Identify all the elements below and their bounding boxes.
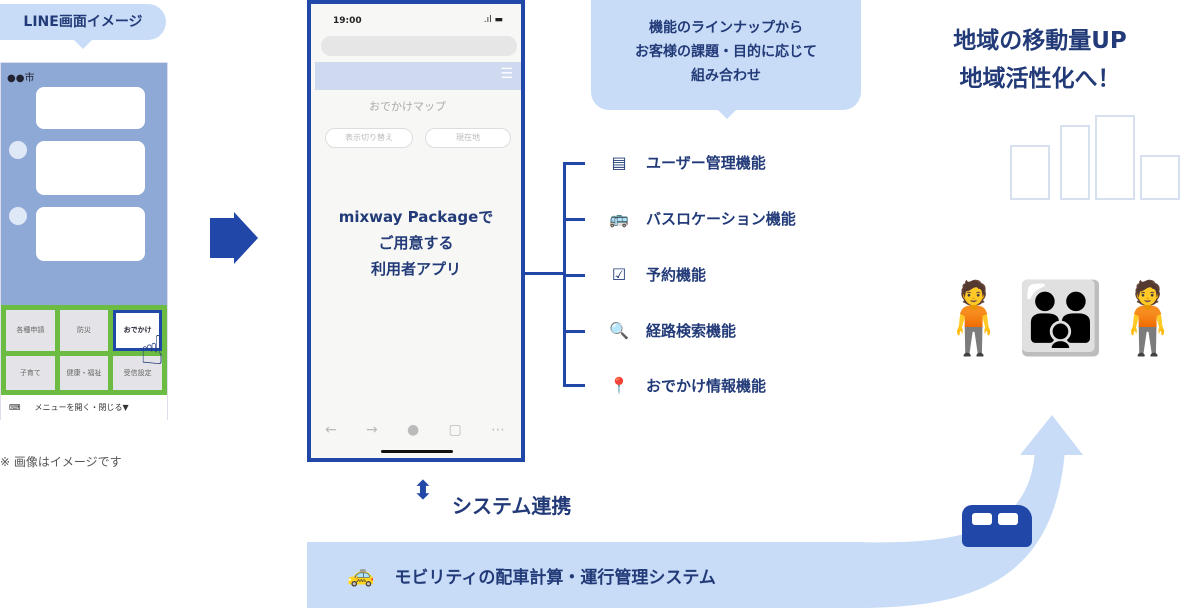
caption-line: mixway Packageで (338, 208, 494, 226)
bubble-tail (718, 110, 736, 128)
avatar (9, 207, 27, 225)
connector (563, 330, 585, 333)
person-icon: 🧍 (930, 277, 1018, 359)
system-link-label: システム連携 (452, 494, 572, 518)
connector (563, 384, 585, 387)
account-name: ●●市 (7, 73, 35, 84)
feature-route-search: 🔍 経路検索機能 (608, 320, 736, 341)
line-screen-label: LINE画面イメージ (0, 4, 166, 40)
toggle-view-button[interactable]: 表示切り替え (325, 128, 413, 148)
family-icon: 👪 (1017, 277, 1105, 359)
id-card-icon: ▤ (611, 153, 627, 172)
menu-item[interactable]: 健康・福祉 (59, 355, 109, 390)
checkbox-icon: ☑ (611, 265, 627, 284)
avatar (9, 141, 27, 159)
person-icon: 🧍 (1104, 277, 1192, 359)
mobility-system-bar: 🚕 モビリティの配車計算・運行管理システム (307, 542, 862, 608)
app-caption: mixway Packageで ご用意する 利用者アプリ (311, 204, 521, 282)
curved-arrow-body (855, 450, 1065, 608)
connector (563, 274, 585, 277)
feature-label: バスロケーション機能 (646, 210, 796, 228)
hand-pointer-icon: ☝ (140, 328, 165, 374)
headline-line: 地域の移動量UP (953, 28, 1127, 54)
bubble-tail (74, 40, 92, 58)
browser-nav: ← → ● ▢ ⋯ (325, 422, 505, 438)
rich-menu: 各種申請 防災 おでかけ 子育て 健康・福祉 受信設定 (1, 305, 167, 395)
connector (563, 218, 585, 221)
forward-icon[interactable]: → (366, 422, 378, 438)
tabs-icon[interactable]: ▢ (448, 422, 462, 438)
keyboard-icon: ⌨ (9, 403, 21, 412)
menu-toggle-bar[interactable]: ⌨ メニューを開く・閉じる▼ (1, 395, 167, 420)
search-icon: 🔍 (609, 321, 629, 340)
connector (525, 272, 565, 275)
feature-label: おでかけ情報機能 (646, 377, 767, 395)
back-icon[interactable]: ← (325, 422, 337, 438)
feature-reservation: ☑ 予約機能 (608, 264, 706, 285)
headline-line: 地域活性化へ！ (959, 66, 1121, 92)
lineup-bubble: 機能のラインナップから お客様の課題・目的に応じて 組み合わせ (591, 0, 861, 110)
address-bar[interactable] (321, 36, 517, 56)
mobility-system-label: モビリティの配車計算・運行管理システム (394, 567, 716, 588)
map-pin-icon: 📍 (609, 376, 629, 395)
image-note: ※ 画像はイメージです (0, 455, 122, 469)
app-phone-mockup: 19:00 .ıl ▬ ☰ おでかけマップ 表示切り替え 現在地 mixway … (307, 0, 525, 462)
feature-label: 経路検索機能 (646, 322, 737, 340)
status-time: 19:00 (333, 16, 362, 26)
bubble-line: お客様の課題・目的に応じて (635, 44, 817, 60)
arrow-right-icon-head (234, 212, 258, 264)
bus-icon: 🚌 (609, 209, 629, 228)
arrow-right-icon (210, 218, 236, 258)
menu-toggle-label: メニューを開く・閉じる▼ (34, 403, 129, 412)
caption-line: 利用者アプリ (370, 260, 461, 278)
menu-item-selected[interactable]: おでかけ (113, 310, 162, 351)
app-header: ☰ (315, 62, 521, 90)
chat-message (36, 207, 145, 261)
feature-label: ユーザー管理機能 (646, 154, 766, 172)
chat-message (36, 87, 145, 129)
taxi-illustration (962, 505, 1032, 547)
page-title: おでかけマップ (369, 100, 446, 113)
menu-item[interactable]: 受信設定 (113, 355, 162, 390)
city-buildings-illustration (910, 115, 1200, 205)
curved-arrow (855, 415, 1083, 608)
more-icon[interactable]: ⋯ (490, 422, 505, 438)
home-indicator (381, 450, 453, 453)
taxi-icon: 🚕 (347, 562, 375, 588)
bidirectional-arrow-icon: ⬍ (412, 476, 434, 506)
connector (563, 162, 585, 165)
headline: 地域の移動量UP 地域活性化へ！ (920, 22, 1160, 98)
current-location-button[interactable]: 現在地 (425, 128, 511, 148)
feature-user-management: ▤ ユーザー管理機能 (608, 152, 766, 173)
feature-bus-location: 🚌 バスロケーション機能 (608, 208, 796, 229)
bubble-line: 機能のラインナップから (649, 20, 803, 36)
menu-item[interactable]: 各種申請 (6, 310, 55, 351)
feature-label: 予約機能 (646, 266, 707, 284)
people-illustration: 🧍👪🧍 (930, 180, 1192, 360)
line-phone-mockup: ●●市 各種申請 防災 おでかけ 子育て 健康・福祉 受信設定 ⌨ メニューを開く… (0, 62, 168, 420)
menu-item[interactable]: 子育て (6, 355, 55, 390)
curved-arrow-head (1020, 415, 1083, 455)
caption-line: ご用意する (378, 234, 454, 252)
home-icon[interactable]: ● (407, 422, 420, 438)
signal-battery-icon: .ıl ▬ (483, 15, 503, 25)
hamburger-menu-icon[interactable]: ☰ (500, 66, 513, 82)
menu-item[interactable]: 防災 (59, 310, 109, 351)
chat-message (36, 141, 145, 195)
feature-outing-info: 📍 おでかけ情報機能 (608, 375, 766, 396)
bubble-line: 組み合わせ (691, 68, 761, 84)
